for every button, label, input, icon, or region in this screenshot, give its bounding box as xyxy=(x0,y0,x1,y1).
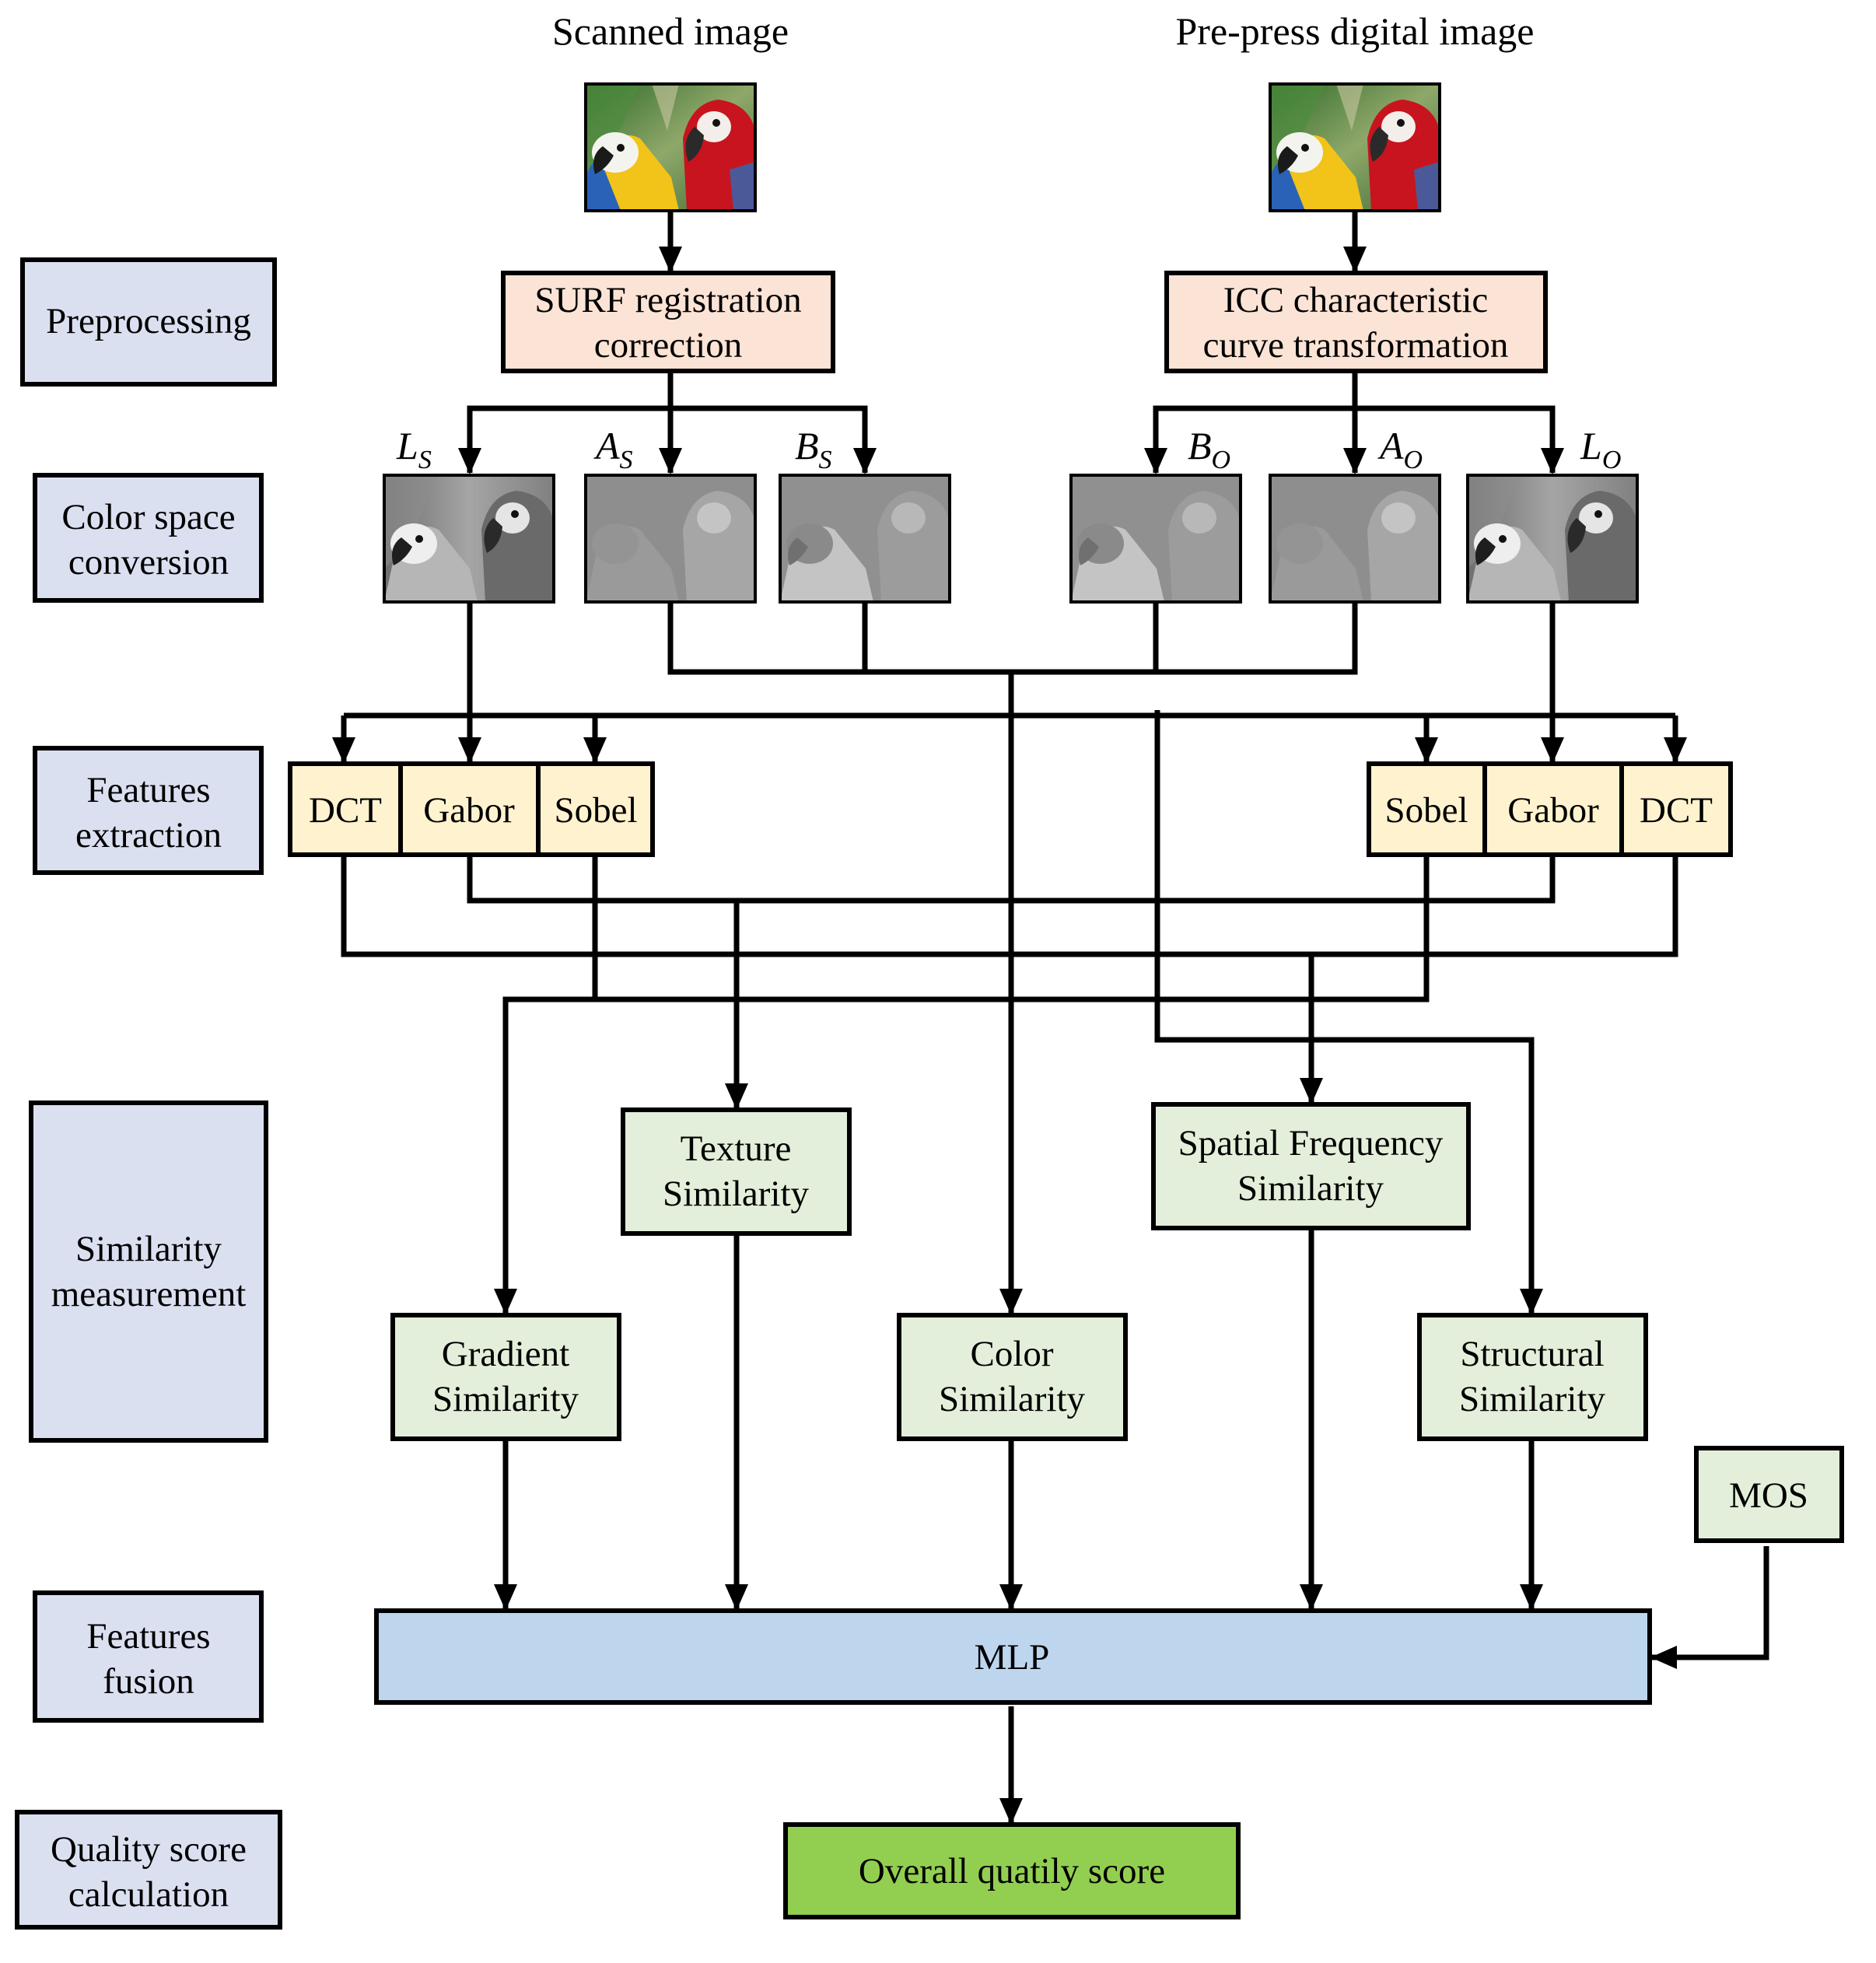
svg-text:MOS: MOS xyxy=(1729,1475,1808,1516)
sobel-collector-line xyxy=(592,857,1430,1002)
channel-label-lo: LO xyxy=(1580,424,1621,474)
scanned-image xyxy=(584,82,757,212)
stage-color-space-conversion: Color space conversion xyxy=(33,473,264,603)
arrow-to-bs xyxy=(670,405,877,474)
stage-label: Preprocessing xyxy=(46,301,251,341)
text-line: SURF registration xyxy=(534,280,801,320)
text-line: Preprocessing xyxy=(46,301,251,341)
text-line: Similarity xyxy=(663,1174,810,1214)
text-line: Color space xyxy=(61,497,235,537)
svg-text:Sobel: Sobel xyxy=(1384,790,1468,831)
text-line: conversion xyxy=(68,542,229,583)
surf-registration-box: SURF registration correction xyxy=(501,271,835,373)
stage-label: Color space conversion xyxy=(61,497,235,583)
arrow-to-bo xyxy=(1144,373,1358,474)
svg-text:Gabor: Gabor xyxy=(423,790,515,831)
channel-image-bo xyxy=(1069,474,1242,604)
text-line: Similarity xyxy=(75,1229,222,1269)
feature-box-gabor-left: Gabor xyxy=(398,761,541,857)
stage-features-extraction: Features extraction xyxy=(33,746,264,875)
dct-collector-line xyxy=(341,857,1678,957)
text-line: extraction xyxy=(75,815,222,856)
arrow-to-gradient-similarity xyxy=(494,996,595,1315)
arrow-mos-to-mlp xyxy=(1650,1546,1769,1669)
icc-transformation-box: ICC characteristic curve transformation xyxy=(1164,271,1548,373)
text-line: Color xyxy=(970,1334,1053,1374)
text-line: measurement xyxy=(51,1274,247,1314)
connector-lines xyxy=(332,211,1769,1825)
text-line: Similarity xyxy=(1237,1168,1384,1209)
channel-label-bo: BO xyxy=(1188,424,1230,474)
svg-text:DCT: DCT xyxy=(1640,790,1713,831)
channel-image-ao xyxy=(1269,474,1441,604)
channel-label-ls: LS xyxy=(396,424,432,474)
channel-image-ls xyxy=(383,474,555,604)
stage-preprocessing: Preprocessing xyxy=(20,257,277,387)
channel-image-bs xyxy=(779,474,951,604)
scanned-image-title: Scanned image xyxy=(552,9,789,53)
text-line: fusion xyxy=(103,1661,194,1702)
text-line: Similarity xyxy=(1459,1379,1606,1419)
text-line: Texture xyxy=(681,1128,792,1169)
feature-box-gabor-right: Gabor xyxy=(1482,761,1624,857)
overall-quality-score-box: Overall quatily score xyxy=(783,1822,1241,1919)
channel-image-lo xyxy=(1466,474,1639,604)
prepress-image-title: Pre-press digital image xyxy=(1176,9,1535,53)
channel-label-as: AS xyxy=(593,424,633,474)
svg-text:Sobel: Sobel xyxy=(554,790,637,831)
feature-box-dct-left: DCT xyxy=(288,761,403,857)
svg-text:Overall quatily score: Overall quatily score xyxy=(859,1851,1165,1891)
stage-label: Features extraction xyxy=(75,770,222,856)
text-line: curve transformation xyxy=(1203,325,1509,366)
feature-box-dct-right: DCT xyxy=(1619,761,1733,857)
text-line: Features xyxy=(86,1616,210,1657)
prepress-image xyxy=(1269,82,1441,212)
feature-box-sobel-right: Sobel xyxy=(1367,761,1487,857)
mos-box: MOS xyxy=(1694,1446,1844,1543)
channel-label-bs: BS xyxy=(795,424,832,474)
chroma-collector-line xyxy=(667,604,1358,675)
text-line: ICC characteristic xyxy=(1223,280,1489,320)
text-line: Features xyxy=(86,770,210,810)
text-line: calculation xyxy=(68,1874,229,1915)
svg-text:MLP: MLP xyxy=(975,1637,1050,1678)
text-line: correction xyxy=(594,325,743,366)
gabor-collector-line xyxy=(467,857,1556,904)
arrow-to-ls xyxy=(458,373,674,474)
stage-similarity-measurement: Similarity measurement xyxy=(29,1100,268,1443)
text-line: Quality score xyxy=(51,1829,247,1870)
mlp-box: MLP xyxy=(374,1608,1652,1705)
arrow-to-lo xyxy=(1355,405,1564,474)
channel-image-as xyxy=(584,474,757,604)
feature-box-sobel-left: Sobel xyxy=(536,761,655,857)
text-line: Structural xyxy=(1460,1334,1604,1374)
arrow-to-structural-similarity xyxy=(1154,710,1543,1315)
svg-text:DCT: DCT xyxy=(309,790,382,831)
text-line: Similarity xyxy=(432,1379,579,1419)
channel-label-ao: AO xyxy=(1377,424,1423,474)
svg-text:Gabor: Gabor xyxy=(1507,790,1599,831)
text-line: Spatial Frequency xyxy=(1178,1123,1444,1163)
text-line: Gradient xyxy=(442,1334,569,1374)
stage-label: Similarity measurement xyxy=(51,1229,247,1314)
text-line: Similarity xyxy=(939,1379,1086,1419)
